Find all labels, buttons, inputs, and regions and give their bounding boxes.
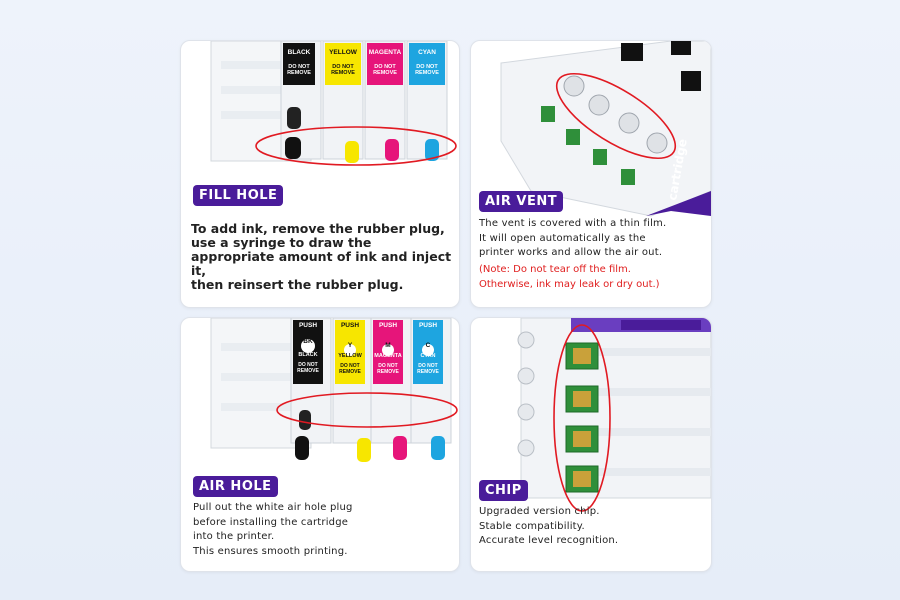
yellow-code: Y [347,342,353,349]
cyan-warning: DO NOT REMOVE [415,64,439,76]
vent-icon-1 [563,75,585,97]
fill-hole-badge: FILL HOLE [193,185,284,206]
fill-hole-panel: BLACK DO NOT REMOVE YELLOW DO NOT REMOVE… [180,40,460,308]
chip-icon-3 [565,425,599,453]
air-vent-note: (Note: Do not tear off the film. Otherwi… [479,264,660,290]
vent-icon-4 [646,132,668,154]
magenta-warning: DO NOT REMOVE [373,64,397,76]
fill-hole-illustration [210,41,457,166]
yellow-plug-icon [357,438,371,462]
chip-icon-1 [541,106,555,122]
air-vent-illustration: cartridge [500,41,711,217]
yellow-push-label: PUSH [340,322,360,329]
yellow-warning: DO NOT REMOVE [339,363,361,375]
cyan-cartridge [410,318,452,444]
black-air-plug-icon [299,410,311,430]
black-code: BK [303,338,313,345]
magenta-label: MAGENTA [374,353,402,359]
magenta-plug-icon [385,139,399,161]
black-label: BLACK [298,352,318,358]
fill-hole-description: To add ink, remove the rubber plug, use … [191,221,452,292]
highlight-ring [555,72,677,160]
cyan-plug-icon [425,139,439,161]
chip-icon-2 [565,385,599,413]
yellow-plug-icon [345,141,359,163]
cyan-label: CYAN [420,353,436,359]
black-warning: DO NOT REMOVE [297,362,319,374]
cyan-plug-icon [431,436,445,460]
black-warning: DO NOT REMOVE [287,64,311,76]
cyan-code: C [425,342,431,349]
highlight-ring [255,126,457,166]
highlight-ring [553,324,611,512]
chip-panel: CHIP Upgraded version chip. Stable compa… [470,317,712,572]
chip-illustration [517,318,711,512]
cyan-label: CYAN [418,49,436,56]
black-plug-icon [295,436,309,460]
magenta-plug-icon [393,436,407,460]
black-label: BLACK [287,49,311,56]
yellow-label: YELLOW [338,353,362,359]
vent-icon-3 [618,112,640,134]
yellow-warning: DO NOT REMOVE [331,64,355,76]
air-vent-panel: cartridge AIR VENT The vent is covered w… [470,40,712,308]
cyan-cartridge [406,41,448,160]
air-hole-panel: PUSH BK BLACK DO NOT REMOVE PUSH Y YELLO… [180,317,460,572]
chip-icon-2 [566,129,580,145]
cyan-push-label: PUSH [418,322,438,329]
air-vent-description: The vent is covered with a thin film. It… [479,218,667,258]
chip-description: Upgraded version chip. Stable compatibil… [479,506,619,546]
black-push-label: PUSH [298,322,318,329]
black-rubber-plug-icon [285,137,301,159]
air-hole-badge: AIR HOLE [193,476,278,497]
cyan-warning: DO NOT REMOVE [417,363,439,375]
yellow-cartridge [322,41,364,160]
yellow-label: YELLOW [329,49,357,56]
magenta-code: M [385,342,391,349]
chip-icon-1 [565,342,599,370]
magenta-warning: DO NOT REMOVE [377,363,399,375]
vent-icon-2 [588,94,610,116]
magenta-label: MAGENTA [368,49,402,56]
yellow-cartridge [332,318,372,444]
chip-badge: CHIP [479,480,528,501]
chip-icon-4 [565,465,599,493]
chip-icon-4 [621,169,635,185]
magenta-push-label: PUSH [378,322,398,329]
air-vent-badge: AIR VENT [479,191,564,212]
magenta-cartridge [364,41,406,160]
air-hole-description: Pull out the white air hole plug before … [193,502,353,557]
magenta-cartridge [370,318,412,444]
chip-icon-3 [593,149,607,165]
black-plug-icon [287,107,301,129]
air-hole-illustration [210,318,458,462]
highlight-ring [276,392,458,428]
